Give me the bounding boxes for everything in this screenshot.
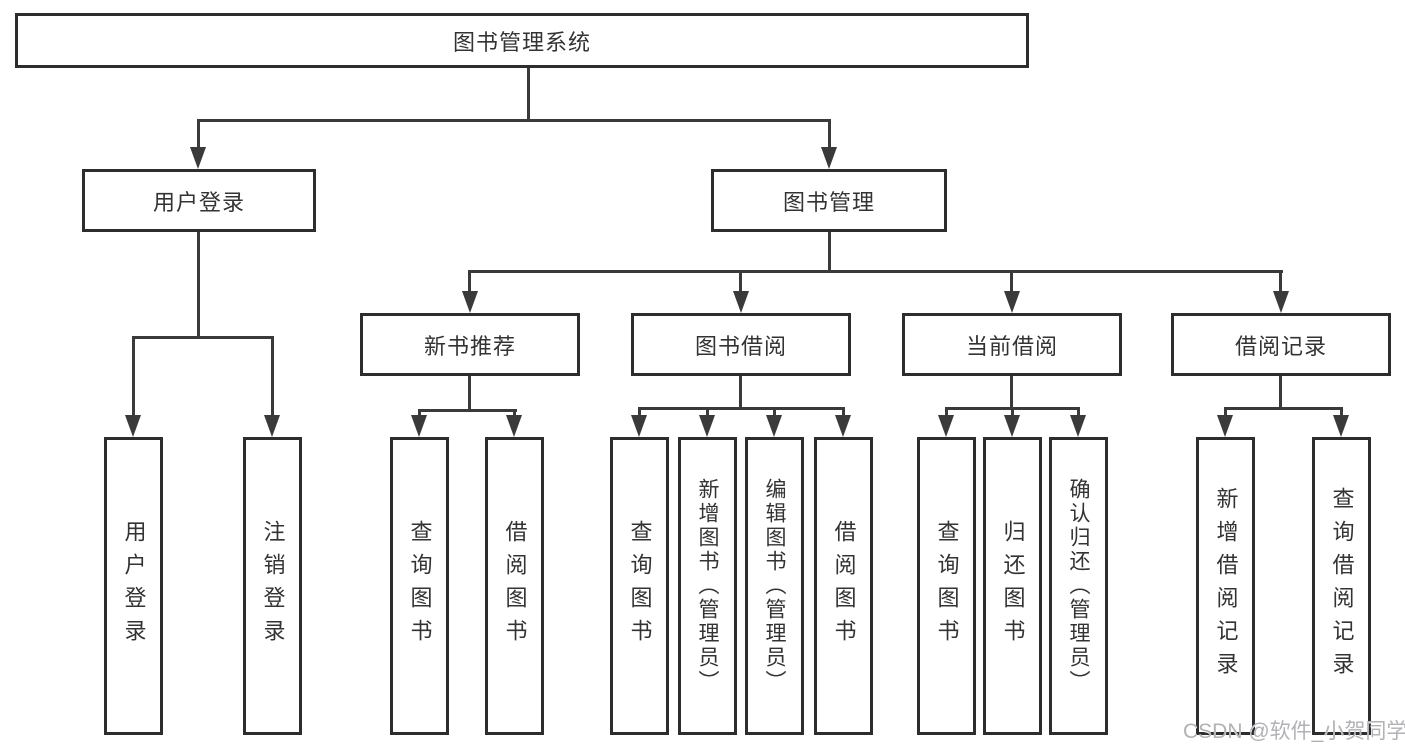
connector-line — [1279, 376, 1282, 409]
node-root-label: 图书管理系统 — [452, 29, 591, 55]
leaf-borrow-books: 借阅图书 — [814, 437, 873, 735]
connector-line — [132, 336, 274, 339]
leaf-edit-books-admin: 编辑图书（管理员） — [745, 437, 804, 735]
connector-line — [638, 407, 641, 417]
leaf-edit-books-admin-label: 编辑图书（管理员） — [763, 478, 786, 694]
connector-line — [418, 409, 517, 412]
leaf-borrow-books-recommend: 借阅图书 — [485, 437, 544, 735]
connector-line — [468, 270, 1283, 273]
leaf-borrow-books-recommend-label: 借阅图书 — [502, 520, 528, 652]
leaf-query-books-current-label: 查询图书 — [934, 520, 960, 652]
leaf-confirm-return-admin-label: 确认归还（管理员） — [1067, 478, 1090, 694]
arrow-down-icon — [125, 415, 141, 437]
node-new-book-recommend: 新书推荐 — [360, 313, 580, 376]
node-current-borrow: 当前借阅 — [902, 313, 1122, 376]
arrow-down-icon — [835, 415, 851, 437]
node-book-management-label: 图书管理 — [782, 189, 875, 215]
connector-line — [197, 119, 200, 149]
leaf-query-books-recommend-label: 查询图书 — [407, 520, 433, 652]
connector-line — [1011, 407, 1014, 417]
arrow-down-icon — [411, 415, 427, 437]
arrow-down-icon — [1004, 415, 1020, 437]
arrow-down-icon — [733, 291, 749, 313]
node-book-borrow: 图书借阅 — [631, 313, 851, 376]
arrow-down-icon — [264, 415, 280, 437]
connector-line — [1224, 407, 1227, 417]
leaf-logout: 注销登录 — [243, 437, 302, 735]
node-new-book-recommend-label: 新书推荐 — [423, 333, 516, 359]
leaf-add-books-admin: 新增图书（管理员） — [678, 437, 737, 735]
connector-line — [513, 409, 516, 418]
node-user-login-label: 用户登录 — [152, 189, 245, 215]
node-root-library-system: 图书管理系统 — [15, 13, 1029, 68]
connector-line — [527, 68, 530, 121]
arrow-down-icon — [1217, 415, 1233, 437]
arrow-down-icon — [1004, 291, 1020, 313]
connector-line — [739, 270, 742, 294]
leaf-user-login: 用户登录 — [104, 437, 163, 735]
connector-line — [271, 336, 274, 418]
node-borrow-records-label: 借阅记录 — [1234, 333, 1327, 359]
leaf-query-books-borrow: 查询图书 — [610, 437, 669, 735]
connector-line — [468, 270, 471, 294]
leaf-confirm-return-admin: 确认归还（管理员） — [1049, 437, 1108, 735]
connector-line — [842, 407, 845, 417]
connector-line — [468, 376, 471, 412]
leaf-add-books-admin-label: 新增图书（管理员） — [696, 478, 719, 694]
node-book-management: 图书管理 — [711, 169, 947, 232]
leaf-add-borrow-record: 新增借阅记录 — [1196, 437, 1255, 735]
connector-line — [828, 119, 831, 149]
connector-line — [1224, 407, 1343, 410]
connector-line — [706, 407, 709, 417]
connector-line — [638, 407, 845, 410]
leaf-return-books: 归还图书 — [983, 437, 1042, 735]
arrow-down-icon — [631, 415, 647, 437]
connector-line — [739, 376, 742, 409]
arrow-down-icon — [1070, 415, 1086, 437]
node-borrow-records: 借阅记录 — [1171, 313, 1391, 376]
arrow-down-icon — [506, 415, 522, 437]
arrow-down-icon — [462, 291, 478, 313]
connector-line — [945, 407, 948, 417]
arrow-down-icon — [190, 147, 206, 169]
connector-line — [197, 232, 200, 338]
arrow-down-icon — [1273, 291, 1289, 313]
arrow-down-icon — [766, 415, 782, 437]
arrow-down-icon — [1333, 415, 1349, 437]
leaf-user-login-label: 用户登录 — [121, 520, 147, 652]
connector-line — [773, 407, 776, 417]
connector-line — [828, 232, 831, 273]
connector-line — [1279, 270, 1282, 294]
leaf-borrow-books-label: 借阅图书 — [831, 520, 857, 652]
leaf-add-borrow-record-label: 新增借阅记录 — [1213, 487, 1239, 685]
connector-line — [1340, 407, 1343, 417]
leaf-logout-label: 注销登录 — [260, 520, 286, 652]
connector-line — [1010, 270, 1013, 294]
connector-line — [1010, 376, 1013, 409]
node-user-login: 用户登录 — [82, 169, 316, 232]
connector-line — [132, 336, 135, 418]
arrow-down-icon — [821, 147, 837, 169]
arrow-down-icon — [938, 415, 954, 437]
arrow-down-icon — [699, 415, 715, 437]
connector-line — [197, 119, 831, 122]
leaf-return-books-label: 归还图书 — [1000, 520, 1026, 652]
connector-line — [1077, 407, 1080, 417]
leaf-query-books-recommend: 查询图书 — [390, 437, 449, 735]
node-current-borrow-label: 当前借阅 — [965, 333, 1058, 359]
connector-line — [418, 409, 421, 418]
leaf-query-books-borrow-label: 查询图书 — [627, 520, 653, 652]
leaf-query-borrow-record: 查询借阅记录 — [1312, 437, 1371, 735]
leaf-query-books-current: 查询图书 — [917, 437, 976, 735]
csdn-watermark: CSDN @软件_小贺同学 — [1183, 720, 1405, 743]
node-book-borrow-label: 图书借阅 — [694, 333, 787, 359]
leaf-query-borrow-record-label: 查询借阅记录 — [1329, 487, 1355, 685]
